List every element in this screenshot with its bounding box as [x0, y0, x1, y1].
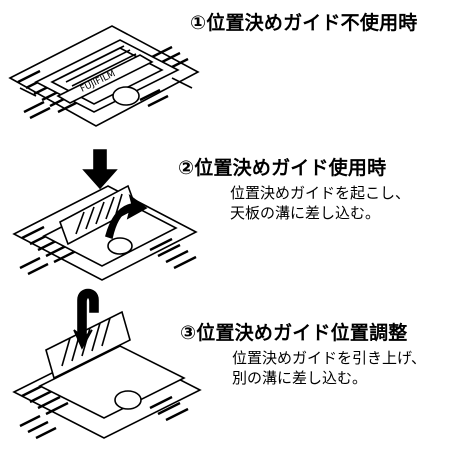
step3-illustration: [12, 288, 202, 440]
step3-description: 位置決めガイドを引き上げ、 別の溝に差し込む。: [232, 348, 426, 388]
step2-title: ②位置決めガイド使用時: [178, 157, 387, 179]
step2-desc-line1: 位置決めガイドを起こし、: [230, 184, 411, 202]
step1-tray: FUJIFILM: [19, 39, 193, 113]
step2-desc-line2: 天板の溝に差し込む。: [230, 204, 381, 222]
step2-description: 位置決めガイドを起こし、 天板の溝に差し込む。: [230, 183, 410, 223]
step2-illustration: [12, 149, 198, 281]
step3-desc-line2: 別の溝に差し込む。: [232, 369, 368, 387]
step1-title: ①位置決めガイド不使用時: [190, 12, 418, 34]
step3-desc-line1: 位置決めガイドを引き上げ、: [232, 349, 426, 367]
step3-title: ③位置決めガイド位置調整: [180, 322, 408, 344]
